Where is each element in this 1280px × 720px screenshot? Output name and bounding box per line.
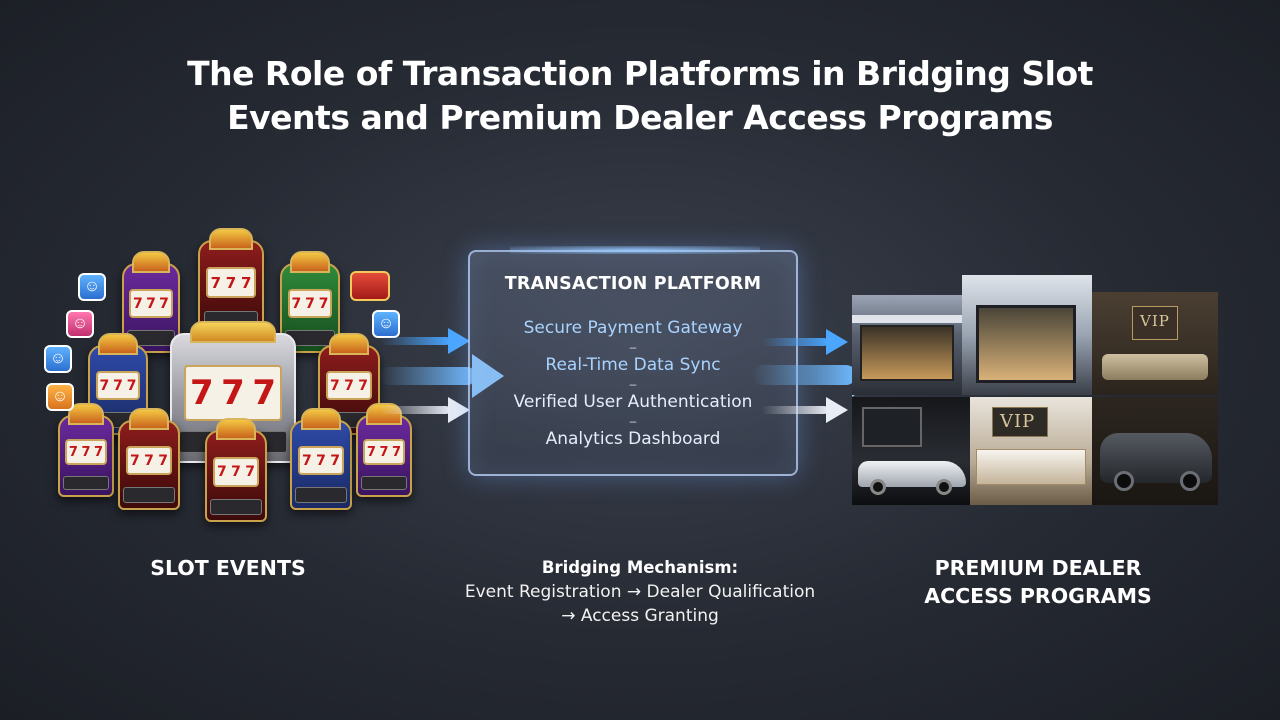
premium-dealer-label: PREMIUM DEALER ACCESS PROGRAMS bbox=[900, 554, 1176, 610]
vip-lounge-image: VIP bbox=[1092, 292, 1218, 395]
mechanism-step-line: → Access Granting bbox=[561, 606, 719, 626]
user-avatar-icon: ☺ bbox=[372, 310, 400, 338]
title-line-2: Events and Premium Dealer Access Program… bbox=[227, 98, 1053, 137]
page-title: The Role of Transaction Platforms in Bri… bbox=[140, 52, 1140, 140]
title-line-1: The Role of Transaction Platforms in Bri… bbox=[187, 54, 1093, 93]
premium-dealer-collage: VIP VIP bbox=[852, 275, 1218, 505]
feature-separator: – bbox=[629, 377, 637, 391]
user-avatar-icon: ☺ bbox=[44, 345, 72, 373]
mechanism-title: Bridging Mechanism: bbox=[541, 558, 739, 577]
platform-feature-list: Secure Payment Gateway – Real-Time Data … bbox=[470, 318, 796, 450]
dealership-building-image bbox=[852, 295, 962, 395]
luxury-suv-image bbox=[1092, 397, 1218, 505]
platform-feature-item: Real-Time Data Sync bbox=[545, 355, 721, 375]
platform-feature-item: Secure Payment Gateway bbox=[523, 318, 743, 338]
feature-separator: – bbox=[629, 340, 637, 354]
premium-label-line-2: ACCESS PROGRAMS bbox=[924, 584, 1152, 608]
platform-feature-item: Verified User Authentication bbox=[513, 392, 753, 412]
user-avatar-icon: ☺ bbox=[46, 383, 74, 411]
platform-feature-item: Analytics Dashboard bbox=[545, 429, 721, 449]
vip-sign: VIP bbox=[1140, 312, 1170, 330]
transaction-platform-panel: TRANSACTION PLATFORM Secure Payment Gate… bbox=[468, 246, 798, 476]
dealership-showroom-image bbox=[962, 275, 1092, 395]
vip-reception-image: VIP bbox=[970, 397, 1092, 505]
mechanism-step-line: Event Registration → Dealer Qualificatio… bbox=[464, 582, 816, 602]
feature-separator: – bbox=[629, 414, 637, 428]
user-avatar-icon: ☺ bbox=[66, 310, 94, 338]
slot-events-label: SLOT EVENTS bbox=[150, 556, 306, 580]
bridging-mechanism: Bridging Mechanism: Event Registration →… bbox=[440, 556, 840, 628]
vip-sign: VIP bbox=[1000, 411, 1036, 432]
user-avatar-icon: ☺ bbox=[78, 273, 106, 301]
sports-car-image bbox=[852, 397, 970, 505]
casino-badge-icon bbox=[350, 271, 390, 301]
platform-title: TRANSACTION PLATFORM bbox=[504, 274, 762, 294]
premium-label-line-1: PREMIUM DEALER bbox=[934, 556, 1142, 580]
